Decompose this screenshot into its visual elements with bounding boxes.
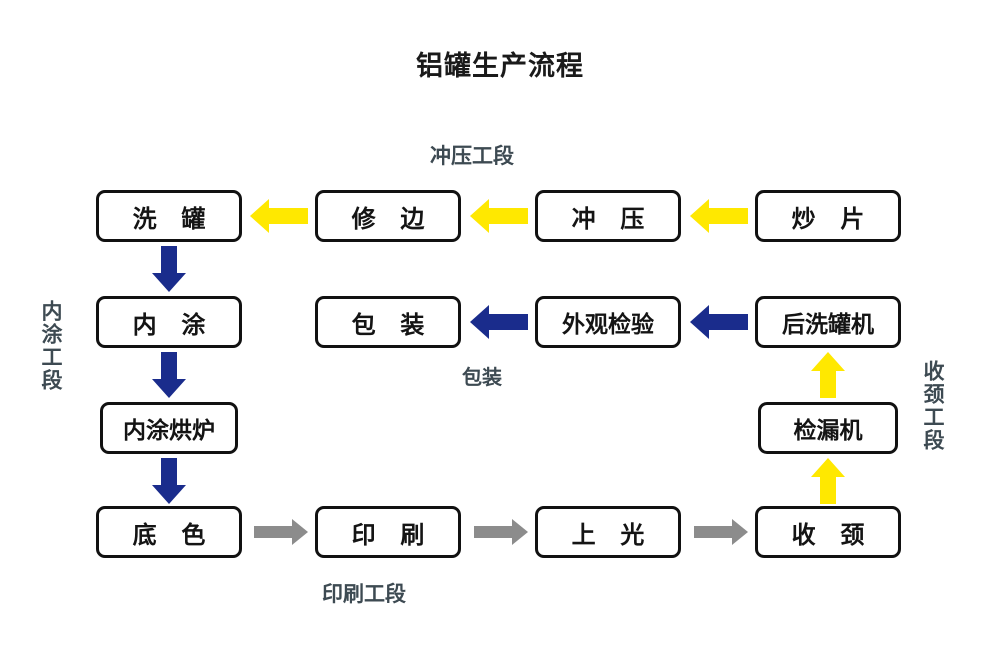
caption-printing-section: 印刷工段 <box>322 583 406 606</box>
node-stamping[interactable]: 冲 压 <box>535 190 681 242</box>
node-inner-coating-oven[interactable]: 内涂烘炉 <box>100 402 238 454</box>
node-blanking[interactable]: 炒 片 <box>755 190 901 242</box>
node-leak-detector[interactable]: 检漏机 <box>758 402 898 454</box>
arrow-oven-to-base-coat <box>152 458 186 504</box>
arrow-appearance-inspection-to-packing <box>470 305 528 339</box>
node-inner-coating[interactable]: 内 涂 <box>96 296 242 348</box>
caption-necking-section: 收颈工段 <box>921 360 944 452</box>
node-trimming[interactable]: 修 边 <box>315 190 461 242</box>
node-post-can-washer[interactable]: 后洗罐机 <box>755 296 901 348</box>
arrow-base-coat-to-printing <box>254 519 308 545</box>
node-packing[interactable]: 包 装 <box>315 296 461 348</box>
arrow-can-wash-to-inner-coating <box>152 246 186 292</box>
arrow-trimming-to-can-wash <box>250 199 308 233</box>
node-varnishing[interactable]: 上 光 <box>535 506 681 558</box>
node-necking[interactable]: 收 颈 <box>755 506 901 558</box>
caption-inner-coating-section: 内涂工段 <box>39 300 62 392</box>
arrow-inner-coating-to-oven <box>152 352 186 398</box>
arrow-necking-to-leak-detector <box>811 458 845 504</box>
node-can-wash[interactable]: 洗 罐 <box>96 190 242 242</box>
node-printing[interactable]: 印 刷 <box>315 506 461 558</box>
node-base-coat[interactable]: 底 色 <box>96 506 242 558</box>
arrow-post-can-washer-to-appearance-inspection <box>690 305 748 339</box>
caption-stamping-section: 冲压工段 <box>430 145 514 168</box>
arrow-stamping-to-trimming <box>470 199 528 233</box>
arrow-printing-to-varnishing <box>474 519 528 545</box>
arrow-varnishing-to-necking <box>694 519 748 545</box>
page-title: 铝罐生产流程 <box>416 51 584 81</box>
node-appearance-inspection[interactable]: 外观检验 <box>535 296 681 348</box>
arrow-blanking-to-stamping <box>690 199 748 233</box>
caption-packing-section: 包装 <box>462 367 502 389</box>
arrow-leak-detector-to-post-can-washer <box>811 352 845 398</box>
